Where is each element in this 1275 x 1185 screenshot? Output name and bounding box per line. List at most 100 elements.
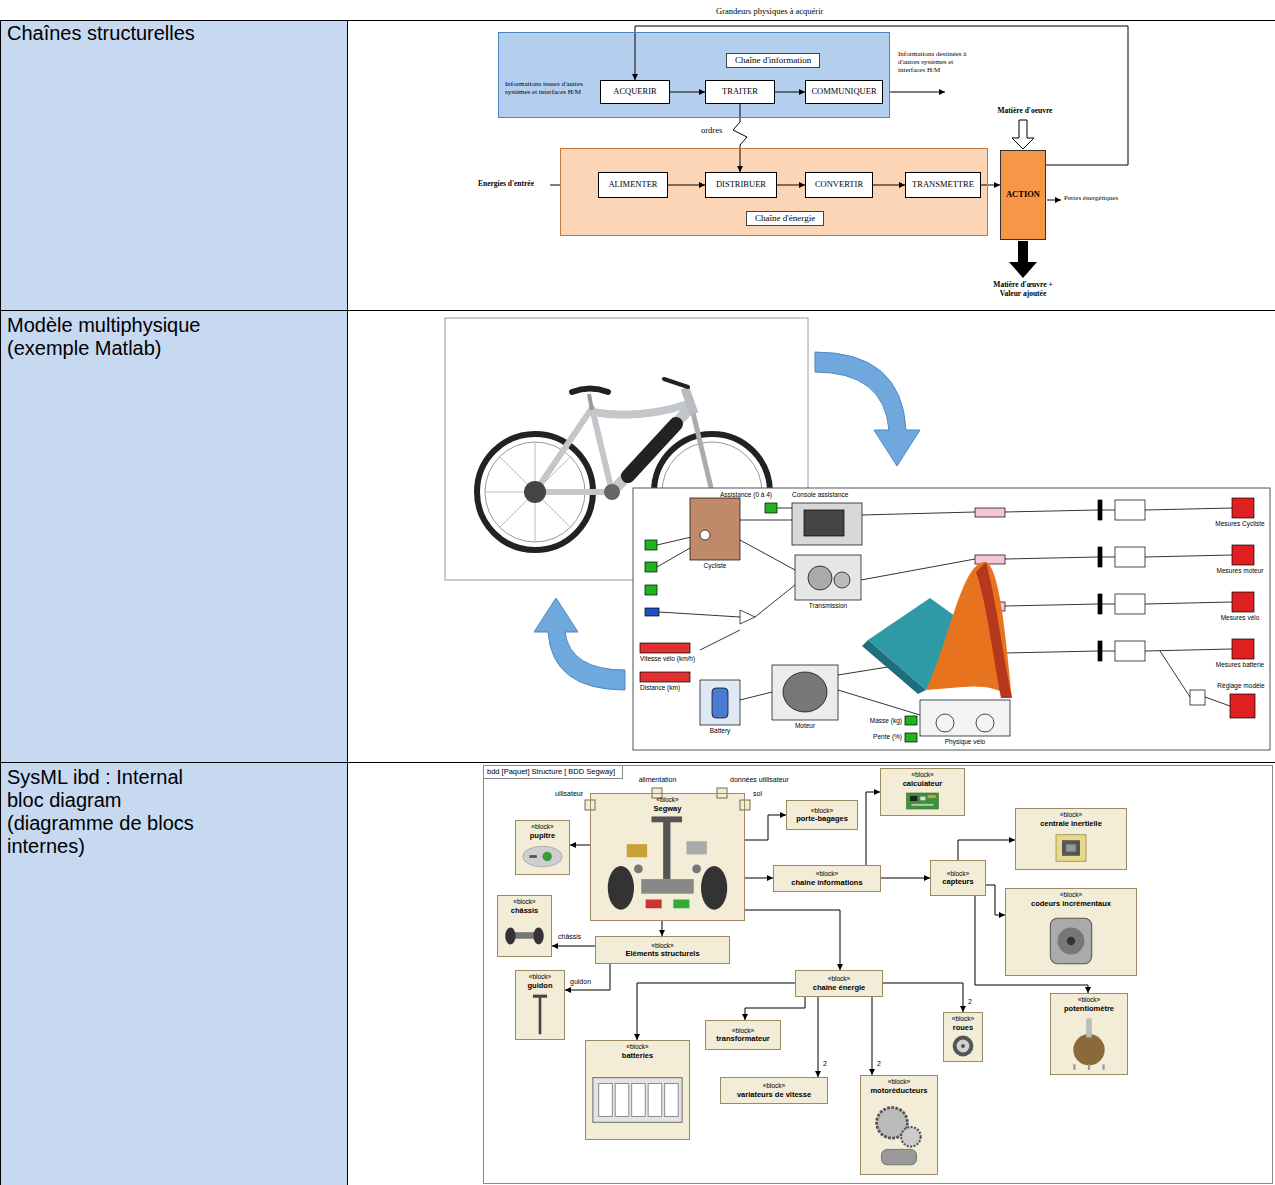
simulink-screenshot — [1098, 594, 1102, 614]
stereotype: «block» — [811, 807, 833, 815]
connector — [745, 910, 840, 970]
stereotype: «block» — [888, 1078, 910, 1086]
function-box: ACQUERIR — [600, 80, 670, 104]
stereotype: «block» — [911, 771, 933, 779]
function-label: DISTRIBUER — [716, 180, 766, 190]
simulink-screenshot — [1205, 697, 1230, 706]
function-label: CONVERTIR — [815, 180, 863, 190]
simulink-screenshot — [1005, 604, 1098, 606]
block-name: guidon — [528, 981, 553, 990]
table-grid — [0, 20, 1275, 1185]
connector — [733, 104, 747, 172]
stereotype: «block» — [947, 870, 969, 878]
simulink-screenshot — [1102, 604, 1115, 605]
function-box: TRANSMETTRE — [905, 172, 981, 198]
cycle-arrows — [534, 598, 625, 690]
simulink-label: Vitesse vélo (km/h) — [640, 655, 715, 662]
simulink-screenshot — [808, 566, 832, 590]
simulink-screenshot — [1102, 510, 1115, 511]
simulink-label: Mesures vélo — [1215, 614, 1265, 621]
bike-photo — [604, 484, 620, 500]
block-name: Eléments structurels — [625, 949, 699, 958]
edge-label: guidon — [569, 978, 592, 986]
connector — [986, 885, 1005, 915]
simulink-screenshot — [740, 692, 772, 700]
simulink-screenshot — [1005, 557, 1098, 559]
simulink-screenshot — [861, 559, 975, 580]
simulink-screenshot — [755, 585, 795, 617]
bike-photo — [628, 424, 676, 476]
simulink-label: Moteur — [770, 722, 840, 729]
sysml-block: «block»Eléments structurels — [595, 936, 730, 964]
function-label: TRANSMETTRE — [912, 180, 974, 190]
block-icon — [533, 995, 547, 1035]
simulink-screenshot — [645, 585, 657, 595]
function-box: ALIMENTER — [598, 172, 668, 198]
connector — [745, 815, 786, 840]
simulink-screenshot — [1232, 639, 1254, 659]
sysml-block: «block»calculateur — [880, 768, 965, 816]
block-icon — [593, 1078, 682, 1123]
connector — [775, 92, 805, 93]
block-name: chaîne énergie — [813, 983, 866, 992]
block-icon — [884, 790, 961, 812]
block-name: pupitre — [530, 831, 555, 840]
simulink-label: Console assistance — [792, 491, 864, 498]
simulink-label: Mesures batterie — [1215, 661, 1265, 668]
frame-title: bdd [Paquet] Structure [ BDD Segway] — [484, 766, 623, 779]
block-name: variateurs de vitesse — [737, 1090, 811, 1099]
table-grid — [347, 20, 348, 1185]
block-icon — [1056, 835, 1086, 861]
simulink-screenshot — [740, 520, 792, 521]
stereotype: «block» — [763, 1082, 785, 1090]
block-icon — [594, 815, 741, 917]
simulink-screenshot — [1102, 651, 1115, 652]
port-label: alimentation — [630, 776, 685, 784]
block-name: Segway — [654, 804, 682, 813]
block-icon — [1050, 918, 1091, 963]
block-icon — [519, 842, 566, 871]
bike-photo — [592, 404, 688, 415]
bike-photo — [612, 408, 690, 492]
simulink-screenshot — [1102, 557, 1115, 558]
sysml-block: «block»motoréducteurs — [860, 1075, 938, 1175]
connector — [745, 997, 805, 1020]
port-label: sol — [753, 790, 775, 798]
simulink-screenshot — [905, 716, 917, 725]
table-grid — [0, 762, 1275, 763]
simulink-screenshot — [1145, 508, 1232, 510]
function-box: DISTRIBUER — [705, 172, 777, 198]
simulink-screenshot — [1230, 694, 1255, 718]
block-name: centrale inertielle — [1040, 819, 1102, 828]
sysml-block: «block»potentiomètre — [1050, 993, 1128, 1075]
flow-annotation: Pertes énergétiques — [1064, 194, 1120, 202]
connector — [872, 997, 873, 1075]
block-icon — [608, 816, 727, 909]
simulink-screenshot — [1098, 500, 1102, 520]
table-cell-label: Modèle multiphysique (exemple Matlab) — [7, 314, 237, 360]
simulink-screenshot — [712, 688, 728, 718]
simulink-screenshot — [1115, 500, 1145, 520]
chain-band: Chaîne d'énergieALIMENTERDISTRIBUERCONVE… — [560, 148, 988, 236]
simulink-screenshot — [700, 530, 710, 540]
sysml-block: «block»porte-bagages — [786, 800, 858, 830]
simulink-screenshot — [804, 510, 844, 536]
function-label: COMMUNIQUER — [811, 87, 876, 97]
connector — [570, 845, 590, 846]
block-name: roues — [953, 1023, 973, 1032]
flow-annotation: Energies d'entrée — [478, 180, 548, 189]
simulink-screenshot — [640, 672, 690, 682]
cycle-arrows — [534, 352, 920, 690]
simulink-screenshot — [645, 562, 657, 572]
table-grid — [0, 763, 347, 1185]
flow-annotation: Informations destinées à d'autres systèm… — [898, 50, 978, 74]
simulink-label: Mesures moteur — [1215, 567, 1265, 574]
table-grid — [0, 20, 1275, 21]
simulink-screenshot — [975, 555, 1005, 564]
stereotype: «block» — [513, 898, 535, 906]
simulink-screenshot — [772, 665, 838, 720]
block-icon — [501, 917, 548, 953]
function-label: TRAITER — [722, 87, 758, 97]
simulink-screenshot — [659, 612, 740, 617]
simulink-screenshot — [1160, 651, 1190, 697]
